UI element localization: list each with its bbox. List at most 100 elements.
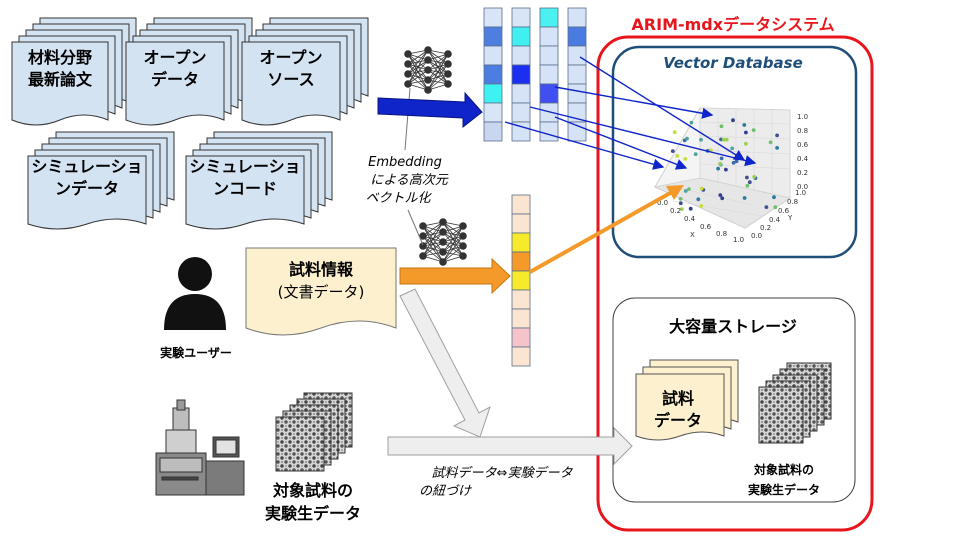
sample-info-line1: 試料情報 (289, 260, 354, 279)
storage-doc-line1: 試料 (662, 389, 694, 408)
vector-column (483, 7, 503, 142)
neural-network-icon (404, 46, 452, 94)
vector-cell (567, 64, 587, 85)
vector-cell (539, 26, 559, 47)
storage-label: 大容量ストレージ (669, 317, 797, 336)
scatter-point (719, 156, 724, 161)
scatter-point (696, 197, 701, 202)
scatter-point (719, 137, 723, 142)
scatter-point (689, 120, 694, 125)
scatter-point (730, 146, 735, 151)
vector-cell (511, 45, 531, 66)
scatter-point (721, 137, 726, 142)
vector-column-sample (511, 194, 531, 367)
vector-column (539, 7, 559, 142)
scatter-point (693, 152, 698, 157)
scatter-point (772, 195, 776, 200)
scatter-point (742, 123, 747, 127)
vector-cell (539, 64, 559, 85)
raw-data-image-stack (275, 392, 353, 472)
electron-microscope-icon (155, 399, 245, 496)
system-title: ARIM-mdxデータシステム (631, 15, 834, 34)
y-tick-label: 0.2 (760, 224, 771, 232)
vector-cell (567, 83, 587, 104)
scatter-point (747, 180, 752, 185)
source-doc-line2: ンデータ (55, 179, 119, 198)
source-doc-line1: シミュレーショ (31, 157, 142, 176)
link-label-2: の紐づけ (419, 484, 472, 499)
scatter-point (731, 160, 736, 165)
link-label-1: 試料データ⇔実験データ (432, 465, 574, 481)
vector-cell (539, 121, 559, 142)
source-doc-line1: オープン (259, 48, 322, 67)
scatter-point (679, 207, 684, 212)
scatter-point (687, 187, 691, 192)
vector-cell (511, 213, 531, 234)
source-doc-line1: シミュレーショ (189, 157, 300, 176)
vector-cell (567, 26, 587, 47)
vector-cell (511, 232, 531, 253)
source-doc-line1: オープン (143, 48, 206, 67)
sample-info-doc (245, 247, 397, 336)
orange-vector-to-db-arrow (529, 190, 673, 274)
orange-arrowhead (666, 185, 684, 200)
embed-arrow-blue (377, 91, 483, 129)
scatter-point (718, 193, 723, 198)
scatter-point (724, 167, 728, 172)
scatter-point (699, 186, 704, 191)
z-tick-label: 0.6 (797, 141, 809, 149)
embedding-pointer (407, 209, 424, 246)
vector-database-label: Vector Database (663, 54, 803, 72)
x-tick-label: 0.4 (684, 215, 696, 223)
vector-cell (511, 64, 531, 85)
y-axis-tick-labels: 0.0 0.2 0.4 0.6 0.8 1.0 Y (751, 189, 806, 240)
sample-info-line2: (文書データ) (278, 283, 365, 301)
source-doc-line2: ソース (267, 70, 314, 89)
z-tick-label: 1.0 (797, 113, 808, 121)
storage-raw-data-stack (758, 362, 832, 444)
vector-cell (483, 7, 503, 28)
vector-cell (511, 327, 531, 348)
vector-cell (483, 26, 503, 47)
link-arrow-horizontal (387, 426, 633, 466)
scatter-point (775, 146, 779, 150)
vector-cell (511, 121, 531, 142)
link-arrow-diagonal (399, 288, 491, 438)
source-doc-line2: 最新論文 (28, 70, 93, 89)
z-tick-label: 0.2 (797, 169, 808, 177)
scatter-point (724, 137, 729, 142)
vector-cell (567, 45, 587, 66)
scatter-point (768, 140, 773, 145)
vector-cell (483, 83, 503, 104)
storage-raw-label-2: 実験生データ (748, 482, 820, 497)
vector-cell (511, 194, 531, 215)
source-doc-line2: ンコード (213, 179, 277, 198)
vector-cell (483, 102, 503, 123)
scatter-point (699, 204, 704, 208)
scatter-point (731, 118, 735, 123)
source-doc-line2: データ (151, 70, 199, 89)
z-tick-label: 0.4 (797, 155, 809, 163)
scatter-point (670, 149, 675, 154)
scatter-point (775, 133, 779, 138)
scatter-point (744, 130, 748, 135)
scatter-point (720, 196, 725, 201)
scatter-point (678, 201, 683, 206)
scatter-point (745, 175, 749, 180)
raw-data-label-2: 実験生データ (265, 504, 361, 523)
vector-cell (511, 251, 531, 272)
y-tick-label: 0.6 (778, 207, 790, 215)
vector-cell (539, 7, 559, 28)
scatter-point (683, 157, 688, 161)
vector-cell (539, 45, 559, 66)
vector-cell (567, 7, 587, 28)
x-tick-label: 0.8 (716, 230, 727, 238)
vector-cell (483, 64, 503, 85)
embedding-note-3: ベクトル化 (365, 191, 432, 206)
